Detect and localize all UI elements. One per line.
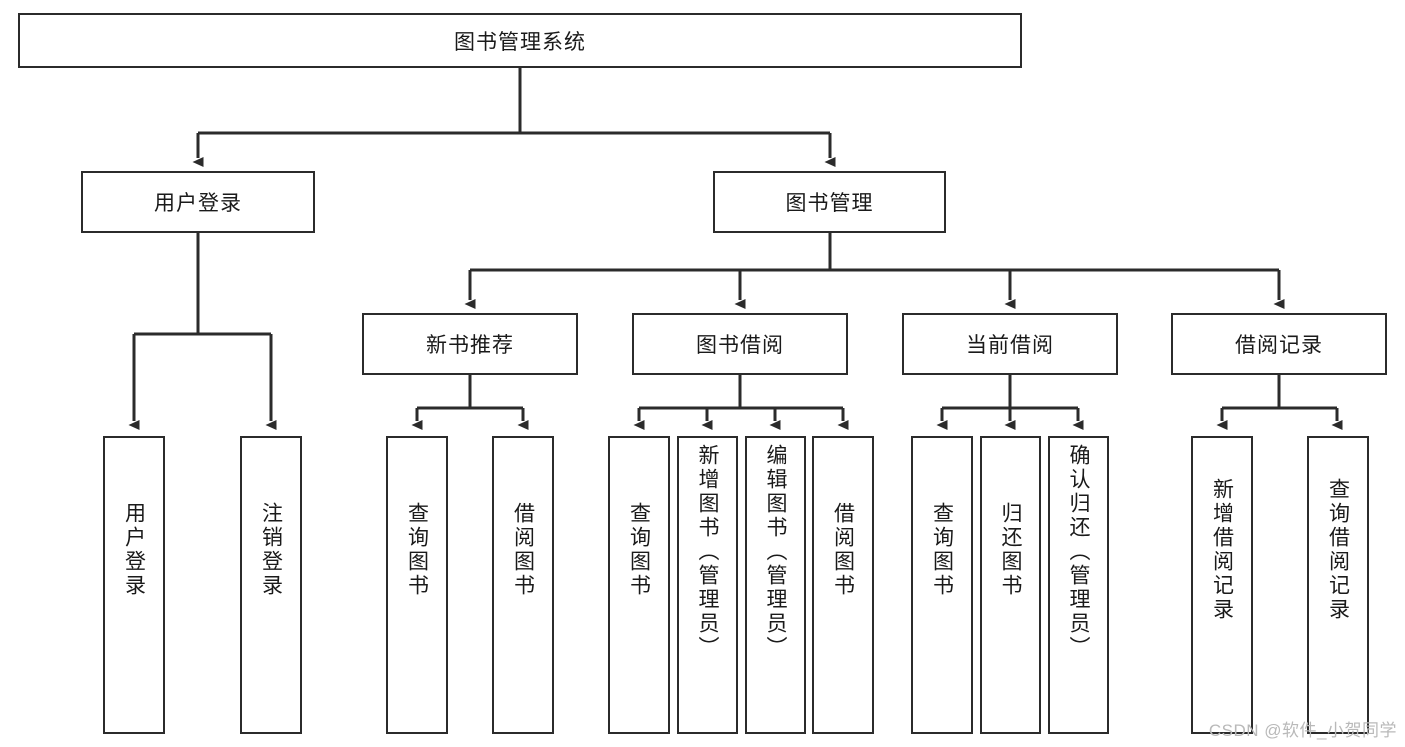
node-user-login[interactable]: 用户登录 xyxy=(81,171,315,233)
node-label: 借阅记录 xyxy=(1235,334,1323,357)
node-borrow-record[interactable]: 借阅记录 xyxy=(1171,313,1387,375)
node-book-borrow[interactable]: 图书借阅 xyxy=(632,313,848,375)
node-label: 查询借阅记录 xyxy=(1326,478,1350,622)
leaf-return-book[interactable]: 归还图书 xyxy=(980,436,1041,734)
node-label: 新增借阅记录 xyxy=(1210,478,1234,622)
node-label: 查询图书 xyxy=(405,502,429,598)
leaf-query-book-current[interactable]: 查询图书 xyxy=(911,436,973,734)
node-label: 注销登录 xyxy=(259,502,283,598)
node-label: 用户登录 xyxy=(154,192,242,215)
node-label: 图书管理 xyxy=(785,192,874,215)
leaf-confirm-return-admin[interactable]: 确认归还（管理员） xyxy=(1048,436,1109,734)
node-label: 查询图书 xyxy=(627,502,651,598)
node-label: 查询图书 xyxy=(930,502,954,598)
node-label: 借阅图书 xyxy=(831,502,855,598)
leaf-borrow-book[interactable]: 借阅图书 xyxy=(812,436,874,734)
leaf-query-borrow-record[interactable]: 查询借阅记录 xyxy=(1307,436,1369,734)
node-label: 图书借阅 xyxy=(696,334,784,357)
leaf-borrow-book-recommend[interactable]: 借阅图书 xyxy=(492,436,554,734)
leaf-logout-login[interactable]: 注销登录 xyxy=(240,436,302,734)
node-label: 归还图书 xyxy=(999,502,1022,598)
node-label: 用户登录 xyxy=(122,502,146,598)
leaf-edit-book-admin[interactable]: 编辑图书（管理员） xyxy=(745,436,806,734)
node-label: 确认归还（管理员） xyxy=(1067,444,1090,660)
node-root-system[interactable]: 图书管理系统 xyxy=(18,13,1022,68)
node-current-borrow[interactable]: 当前借阅 xyxy=(902,313,1118,375)
leaf-query-book-borrow[interactable]: 查询图书 xyxy=(608,436,670,734)
leaf-add-book-admin[interactable]: 新增图书（管理员） xyxy=(677,436,738,734)
node-label: 编辑图书（管理员） xyxy=(764,444,787,660)
leaf-user-login[interactable]: 用户登录 xyxy=(103,436,165,734)
node-label: 图书管理系统 xyxy=(454,30,586,54)
leaf-query-book-recommend[interactable]: 查询图书 xyxy=(386,436,448,734)
node-book-management[interactable]: 图书管理 xyxy=(713,171,946,233)
node-new-book-recommend[interactable]: 新书推荐 xyxy=(362,313,578,375)
node-label: 借阅图书 xyxy=(511,502,535,598)
node-label: 新书推荐 xyxy=(426,334,514,357)
node-label: 当前借阅 xyxy=(966,334,1054,357)
watermark: CSDN @软件_小贺同学 xyxy=(1208,721,1397,740)
node-label: 新增图书（管理员） xyxy=(696,444,719,660)
leaf-add-borrow-record[interactable]: 新增借阅记录 xyxy=(1191,436,1253,734)
